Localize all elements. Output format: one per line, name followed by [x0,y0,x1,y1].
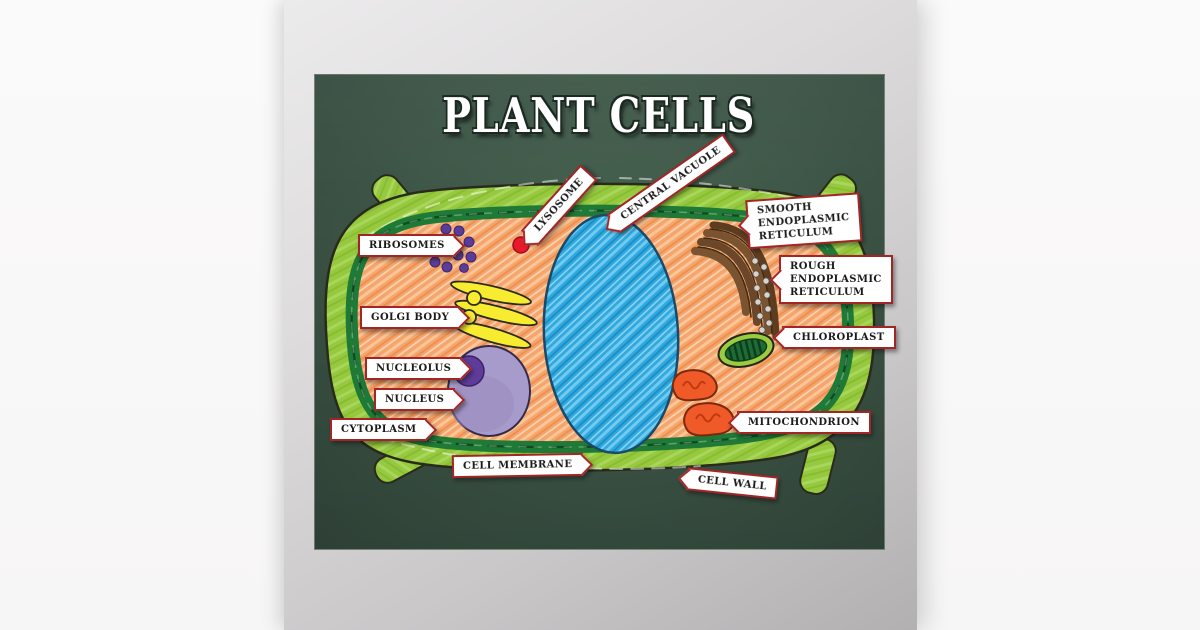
golgi-body-shape [450,280,538,349]
label-golgi-body: GOLGI BODY [360,306,461,329]
mitochondrion-shape-1 [671,369,718,402]
membrane-sketch-line [350,209,850,449]
label-ribosomes: RIBOSOMES [358,234,456,257]
mitochondrion-shape-2 [683,402,735,437]
label-nucleolus: NUCLEOLUS [365,357,463,380]
page-title: PLANT CELLS [441,88,756,144]
central-vacuole-shape [542,213,680,455]
label-nucleus: NUCLEUS [374,388,456,411]
label-cell-membrane: CELL MEMBRANE [451,452,584,479]
label-rough-endoplasmic-reticulum: ROUGH ENDOPLASMIC RETICULUM [779,255,893,304]
label-smooth-endoplasmic-reticulum: SMOOTH ENDOPLASMIC RETICULUM [745,192,863,250]
label-mitochondrion: MITOCHONDRION [737,411,871,434]
label-cytoplasm: CYTOPLASM [330,418,428,441]
label-chloroplast: CHLOROPLAST [782,326,896,349]
chloroplast-shape [717,332,775,368]
nucleus-shading [450,376,514,432]
